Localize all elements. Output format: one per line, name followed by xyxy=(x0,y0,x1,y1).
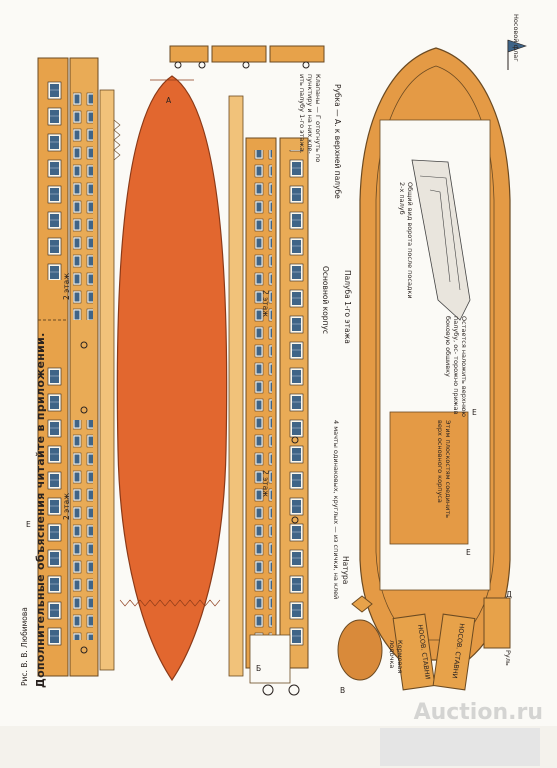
label-natura: Натура xyxy=(341,556,350,585)
label-flag: Носовой флаг xyxy=(512,14,520,62)
mark-e1: Е xyxy=(472,408,477,417)
side-strip-2 xyxy=(69,57,99,677)
watermark: Auction.ru xyxy=(413,700,543,725)
side-strip-outer xyxy=(37,57,69,677)
main-hull-bottom xyxy=(116,75,228,682)
mark-a: А xyxy=(166,96,172,105)
tab-strip-right xyxy=(228,95,244,677)
assembled-ship-sketch xyxy=(411,159,471,321)
label-main-hull: Основной корпус xyxy=(321,266,330,335)
label-general-view: Общий вид ворота после посадки 2-х палуб xyxy=(398,182,414,299)
label-masts: 4 мачты одинаковых, круглых — из спички,… xyxy=(332,420,340,600)
rudder-piece xyxy=(483,597,511,649)
tab-strip-left xyxy=(99,89,121,671)
stern-boat-pieces xyxy=(249,595,383,696)
label-glue-area: Этим плоскостям соединить верх основного… xyxy=(436,420,452,518)
bow-tag-pieces xyxy=(392,613,476,691)
label-floor-2d: 2 этаж xyxy=(261,470,270,497)
label-floor-2c: 2 этаж xyxy=(261,290,270,317)
main-caption: Дополнительные объяснения читайте в прил… xyxy=(34,332,47,688)
side-strip-right xyxy=(245,137,309,669)
deck-first-floor xyxy=(359,47,511,661)
mark-v: В xyxy=(340,686,346,695)
label-rudder: Руль xyxy=(504,650,512,666)
label-floor-2b: 2 этаж xyxy=(62,493,71,520)
bow-flag xyxy=(507,39,527,70)
label-floor-2a: 2 этаж xyxy=(62,273,71,300)
author-credit: Рис. В. В. Любимова xyxy=(20,607,29,686)
top-cabin-pieces xyxy=(169,45,325,69)
mark-e2: Е xyxy=(466,548,471,557)
label-klapany: Клапаны — Г отогнуть по пунктиру и на ни… xyxy=(298,74,322,163)
label-deck1: Палуба 1-го этажа xyxy=(343,270,352,344)
scan-artifact xyxy=(380,728,540,766)
mark-e3: Е xyxy=(26,520,31,529)
label-remaining: Остается наложить верхнюю палубу, ос- то… xyxy=(444,316,468,417)
label-stern-boat: Кормовая лодочка xyxy=(388,640,404,674)
label-ladder: Рубка — А. к верхней палубе xyxy=(333,84,342,199)
mark-b: Б xyxy=(256,664,262,673)
mark-d: Д xyxy=(506,590,512,599)
